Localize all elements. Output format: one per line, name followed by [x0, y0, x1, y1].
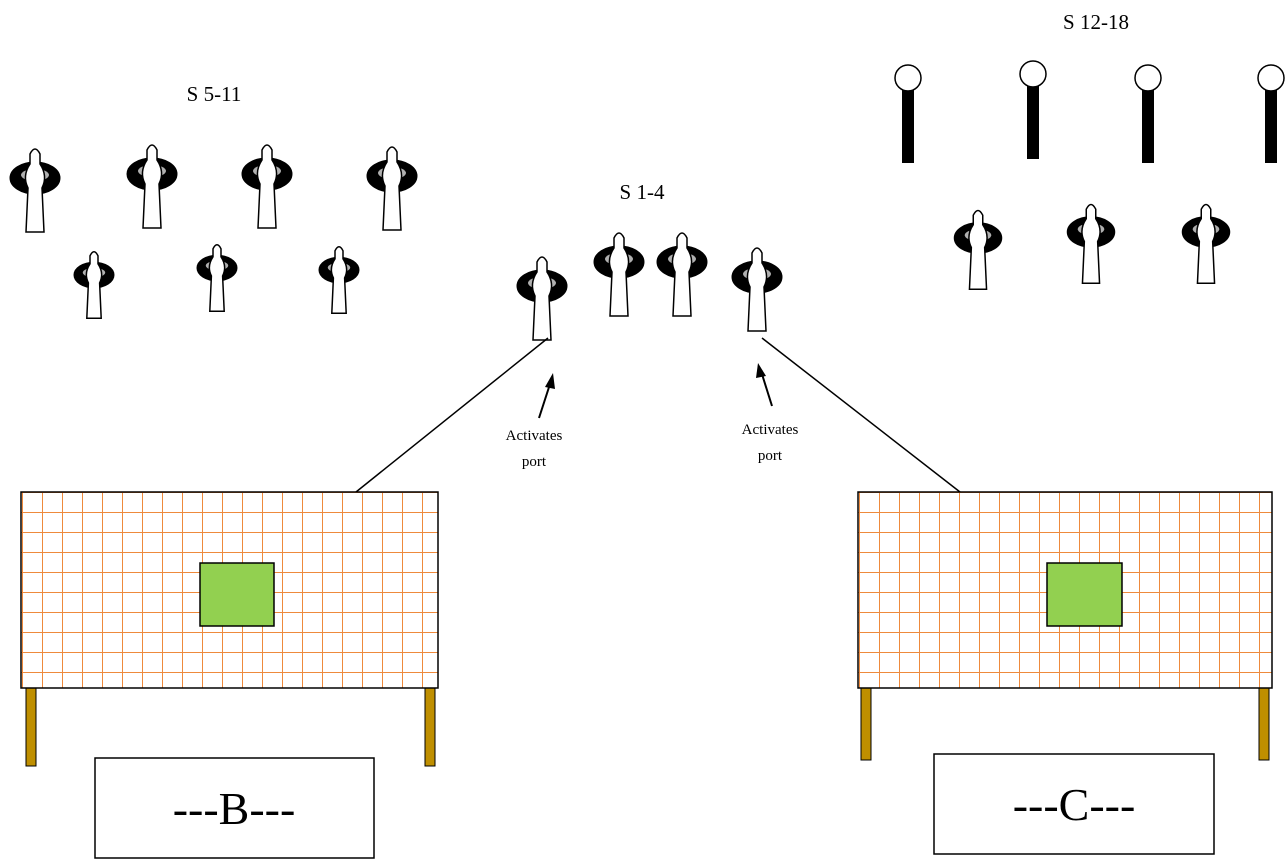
figures-group-s1-4: [516, 232, 783, 341]
screen-b: [20, 491, 439, 767]
figures-group-s5-11: [9, 144, 418, 319]
figure-s1-4-4: [731, 247, 783, 332]
group-label-s1-4: S 1-4: [620, 180, 665, 204]
annotation-left-line2: port: [522, 454, 547, 470]
figure-s1-4-1: [516, 256, 568, 341]
pin-figure-s12-18-4: [1257, 64, 1285, 163]
figure-s12-18-7: [1181, 203, 1231, 285]
label-box-b-text: ---B---: [173, 783, 296, 834]
figure-s1-4-3: [656, 232, 708, 317]
connector-line-right: [761, 337, 961, 493]
table-leg-right-c: [1258, 687, 1270, 761]
label-box-c: ---C---: [933, 753, 1215, 855]
figure-s5-11-1: [9, 148, 61, 233]
arrow-right: [756, 363, 773, 407]
pin-figure-s12-18-1: [894, 64, 922, 163]
annotation-left-line1: Activates: [506, 428, 563, 444]
figure-s1-4-2: [593, 232, 645, 317]
table-leg-right-b: [424, 687, 436, 767]
label-box-b: ---B---: [94, 757, 375, 859]
group-label-s12-18: S 12-18: [1063, 10, 1129, 34]
target-square-b: [199, 562, 275, 627]
target-square-c: [1046, 562, 1123, 627]
label-box-c-text: ---C---: [1013, 779, 1136, 830]
screen-c: [857, 491, 1273, 761]
table-leg-left-b: [25, 687, 37, 767]
figure-s12-18-6: [1066, 203, 1116, 285]
table-leg-left-c: [860, 687, 872, 761]
figure-s12-18-5: [953, 209, 1003, 291]
annotation-right-line1: Activates: [742, 422, 799, 438]
annotation-right-line2: port: [758, 448, 783, 464]
group-label-s5-11: S 5-11: [187, 82, 242, 106]
pin-figure-s12-18-2: [1019, 60, 1047, 159]
figures-group-s12-18: [894, 60, 1285, 291]
figure-s5-11-6: [196, 244, 238, 312]
connector-line-left: [355, 337, 549, 493]
figure-s5-11-2: [126, 144, 178, 229]
figure-s5-11-4: [366, 146, 418, 231]
pin-figure-s12-18-3: [1134, 64, 1162, 163]
figure-s5-11-5: [73, 251, 115, 319]
figure-s5-11-7: [318, 246, 360, 314]
figure-s5-11-3: [241, 144, 293, 229]
arrow-left: [538, 373, 555, 419]
